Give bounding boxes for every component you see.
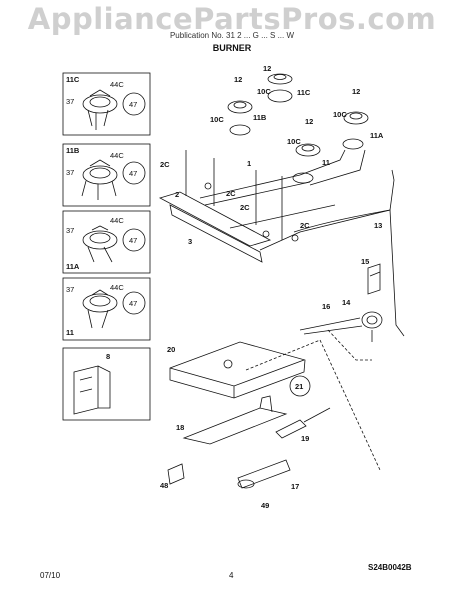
- label-47: 47: [129, 169, 137, 178]
- callout-11: 11: [322, 158, 330, 167]
- callout-2: 2: [175, 190, 179, 199]
- callout-19: 19: [301, 434, 309, 443]
- callout-10c: 10C: [333, 110, 347, 119]
- label-11b: 11B: [66, 146, 80, 155]
- callout-13: 13: [374, 221, 382, 230]
- detail-box-8: 8: [62, 347, 151, 421]
- callout-20: 20: [167, 345, 175, 354]
- label-47: 47: [129, 236, 137, 245]
- callout-49: 49: [261, 501, 269, 510]
- callout-1: 1: [247, 159, 251, 168]
- label-37: 37: [66, 168, 74, 177]
- label-47: 47: [129, 100, 137, 109]
- callout-16: 16: [322, 302, 330, 311]
- detail-box-11c: 11C 44C 37 47: [62, 72, 151, 136]
- label-44c: 44C: [110, 80, 124, 89]
- regulator-assembly: 15 16 14: [299, 257, 383, 361]
- callout-48: 48: [160, 481, 168, 490]
- callout-10c: 10C: [287, 137, 301, 146]
- lower-tray: 20 21: [167, 339, 381, 471]
- callout-10c: 10C: [210, 115, 224, 124]
- detail-box-11: 44C 37 47 11: [62, 277, 151, 341]
- header-model: Publication No. 31 2 ... G ... S ... W: [169, 31, 295, 40]
- callout-2c: 2C: [240, 203, 250, 212]
- label-37: 37: [66, 97, 74, 106]
- callout-12: 12: [234, 75, 242, 84]
- label-11: 11: [66, 328, 74, 337]
- label-37: 37: [66, 226, 74, 235]
- callout-2c: 2C: [226, 189, 236, 198]
- callout-12: 12: [305, 117, 313, 126]
- label-37: 37: [66, 285, 74, 294]
- bake-burner: 18 19 48 17 49: [160, 395, 331, 510]
- callout-21: 21: [295, 382, 303, 391]
- label-11a: 11A: [66, 262, 80, 271]
- callout-11c: 11C: [297, 88, 311, 97]
- callout-12: 12: [352, 87, 360, 96]
- callout-14: 14: [342, 298, 351, 307]
- callout-11a: 11A: [370, 131, 384, 140]
- label-47: 47: [129, 299, 137, 308]
- diagram-code: S24B0042B: [368, 563, 412, 572]
- label-11c: 11C: [66, 75, 80, 84]
- footer-date: 07/10: [40, 571, 61, 580]
- watermark: AppliancePartsPros.com: [27, 2, 437, 36]
- callout-2c: 2C: [160, 160, 170, 169]
- burner-caps: 12 12 12 12 10C 11C 10C 11B 10C 11A 10C …: [210, 64, 384, 184]
- detail-box-11a: 44C 37 47 11A: [62, 210, 151, 274]
- section-title: BURNER: [212, 43, 252, 53]
- label-44c: 44C: [110, 283, 124, 292]
- label-44c: 44C: [110, 151, 124, 160]
- manifold-assembly: 1 2C 2 2C 2C 2C 3 13: [158, 149, 405, 337]
- callout-12: 12: [263, 64, 271, 73]
- label-8: 8: [106, 352, 110, 361]
- callout-2c: 2C: [300, 221, 310, 230]
- callout-3: 3: [188, 237, 192, 246]
- callout-15: 15: [361, 257, 369, 266]
- label-44c: 44C: [110, 216, 124, 225]
- callout-11b: 11B: [253, 113, 267, 122]
- callout-17: 17: [291, 482, 299, 491]
- detail-box-11b: 11B 44C 37 47: [62, 143, 151, 207]
- footer-page: 4: [229, 571, 234, 580]
- callout-18: 18: [176, 423, 184, 432]
- callout-10c: 10C: [257, 87, 271, 96]
